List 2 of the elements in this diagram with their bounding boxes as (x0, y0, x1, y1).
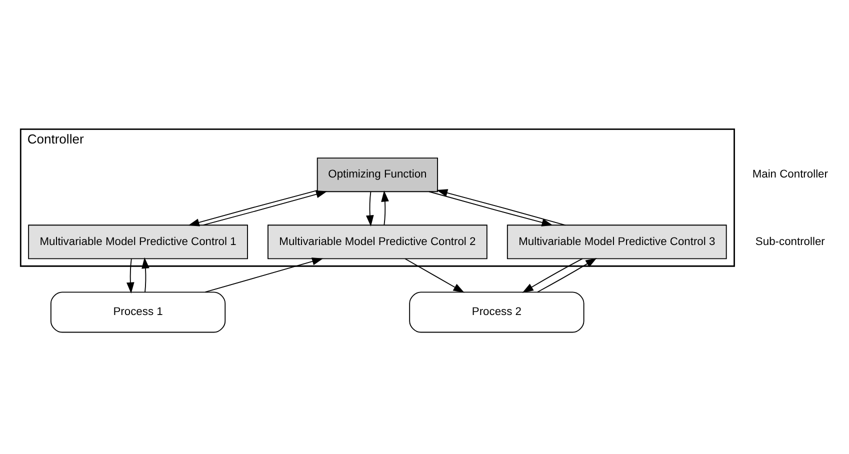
label: Main Controller (752, 168, 828, 181)
label: Sub-controller (755, 236, 825, 248)
